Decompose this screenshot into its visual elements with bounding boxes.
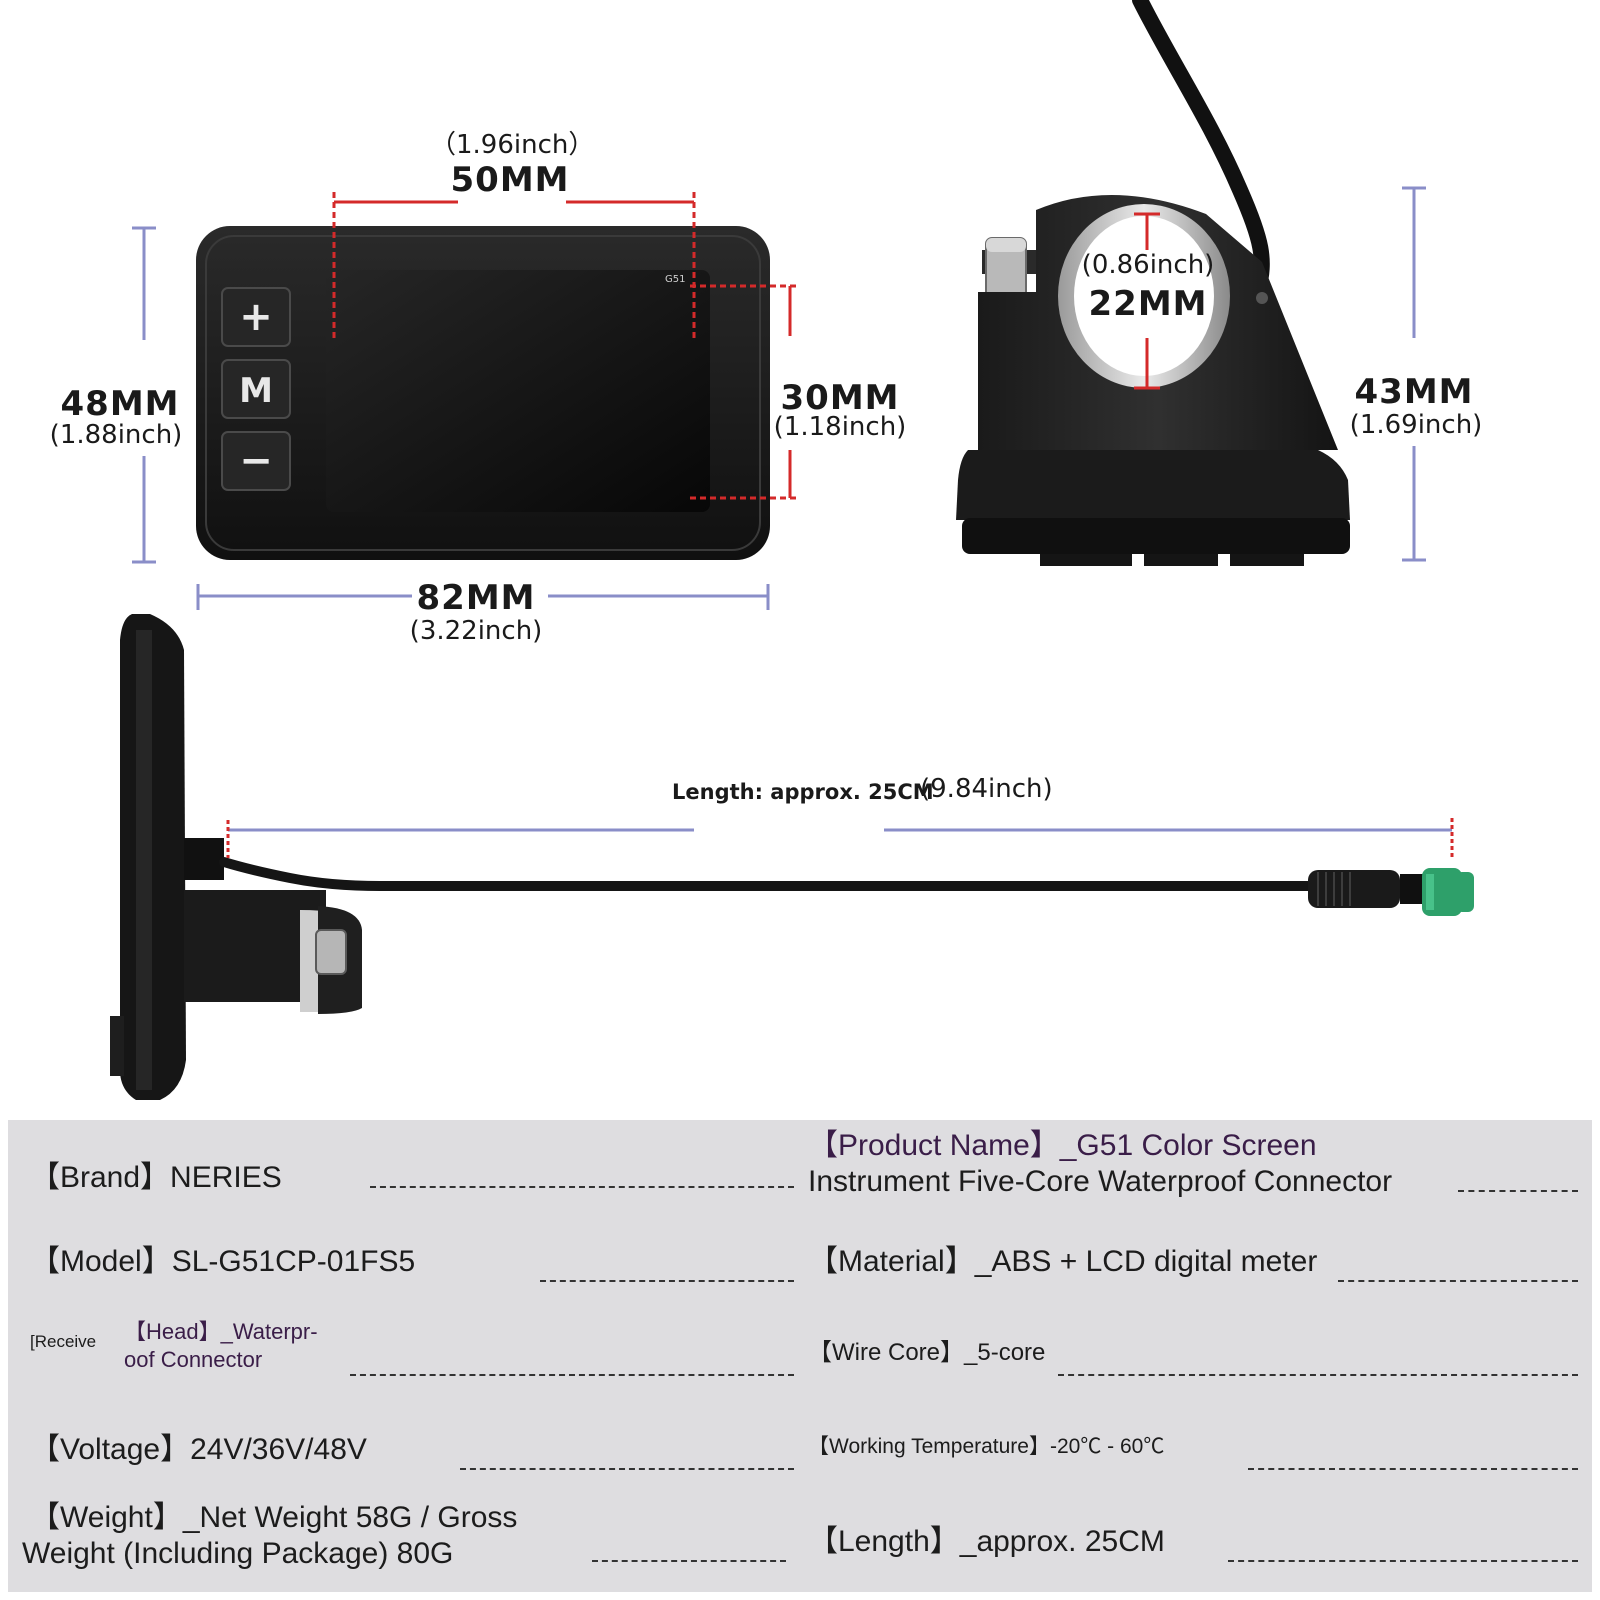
head-line2: oof Connector — [124, 1347, 263, 1372]
product-name-line1: 【Product Name】_G51 Color Screen — [808, 1129, 1317, 1162]
spec-row-1: 【Brand】NERIES 【Product Name】_G51 Color S… — [8, 1120, 1592, 1214]
working-temperature-spec: 【Working Temperature】-20℃ - 60℃ — [808, 1435, 1165, 1458]
mode-button-glyph: M — [239, 371, 273, 411]
cable-length-label: Length: approx. 25CM — [672, 780, 934, 804]
weight-line1: 【Weight】_Net Weight 58G / Gross — [30, 1501, 518, 1534]
spec-row-2: 【Model】SL-G51CP-01FS5 【Material】_ABS + L… — [8, 1214, 1592, 1308]
screen-height-mm-label: 30MM — [780, 378, 900, 418]
plus-button-glyph: + — [239, 294, 273, 340]
clamp-mm-label: 22MM — [1088, 284, 1208, 324]
screen-width-inch-label: （1.96inch） — [430, 130, 595, 160]
weight-spec: 【Weight】_Net Weight 58G / Gross Weight (… — [22, 1500, 517, 1572]
height-inch-label: (1.88inch) — [49, 420, 183, 450]
clamp-diameter-dimension — [1134, 212, 1160, 390]
width-mm-label: 82MM — [416, 578, 536, 618]
length-spec: 【Length】_approx. 25CM — [808, 1525, 1165, 1558]
mount-height-mm-label: 43MM — [1354, 372, 1474, 412]
height-mm-label: 48MM — [60, 384, 180, 424]
material-spec: 【Material】_ABS + LCD digital meter — [808, 1245, 1318, 1278]
model-mark: G51 — [665, 274, 685, 285]
screen-height-inch-label: (1.18inch) — [773, 412, 907, 442]
width-inch-label: (3.22inch) — [409, 616, 543, 646]
display-front-view: G51 + M − — [196, 226, 770, 560]
head-spec: 【Head】_Waterpr- oof Connector — [124, 1318, 318, 1374]
minus-button-glyph: − — [239, 438, 273, 484]
width-dimension — [196, 584, 770, 610]
clamp-inch-label: (0.86inch) — [1081, 250, 1215, 280]
voltage-spec: 【Voltage】24V/36V/48V — [30, 1433, 367, 1466]
product-illustration: G51 + M − — [110, 0, 1474, 1100]
mount-height-dimension — [1402, 186, 1426, 562]
mount-height-inch-label: (1.69inch) — [1349, 410, 1483, 440]
screen-width-dimension — [332, 192, 696, 340]
mount-clamp-view — [956, 0, 1350, 566]
weight-line2: Weight (Including Package) 80G — [22, 1537, 454, 1570]
screen-width-mm-label: 50MM — [450, 160, 570, 200]
product-photo: G51 + M − — [49, 0, 1483, 1100]
model-spec: 【Model】SL-G51CP-01FS5 — [30, 1245, 416, 1278]
spec-panel: 【Brand】NERIES 【Product Name】_G51 Color S… — [8, 1120, 1592, 1592]
spec-row-4: 【Voltage】24V/36V/48V 【Working Temperatur… — [8, 1402, 1592, 1496]
receive-spec: [Receive — [30, 1332, 97, 1351]
minus-button — [221, 431, 291, 491]
spec-row-3: [Receive 【Head】_Waterpr- oof Connector 【… — [8, 1308, 1592, 1402]
cable-length-inch-label: (9.84inch) — [920, 774, 1053, 804]
cable-length-dimension — [226, 818, 1454, 860]
plus-button — [221, 287, 291, 347]
cable-connector — [1308, 870, 1400, 908]
display-side-view — [110, 614, 1474, 1100]
height-dimension — [132, 226, 156, 564]
product-name-line2: Instrument Five-Core Waterproof Connecto… — [808, 1165, 1393, 1198]
product-name-spec: 【Product Name】_G51 Color Screen Instrume… — [808, 1128, 1392, 1200]
brand-spec: 【Brand】NERIES — [30, 1161, 282, 1194]
head-line1: 【Head】_Waterpr- — [124, 1319, 318, 1344]
wire-core-spec: 【Wire Core】_5-core — [808, 1339, 1046, 1366]
screen-height-dimension — [690, 284, 798, 500]
spec-row-5: 【Weight】_Net Weight 58G / Gross Weight (… — [8, 1496, 1592, 1590]
mode-button — [221, 359, 291, 419]
